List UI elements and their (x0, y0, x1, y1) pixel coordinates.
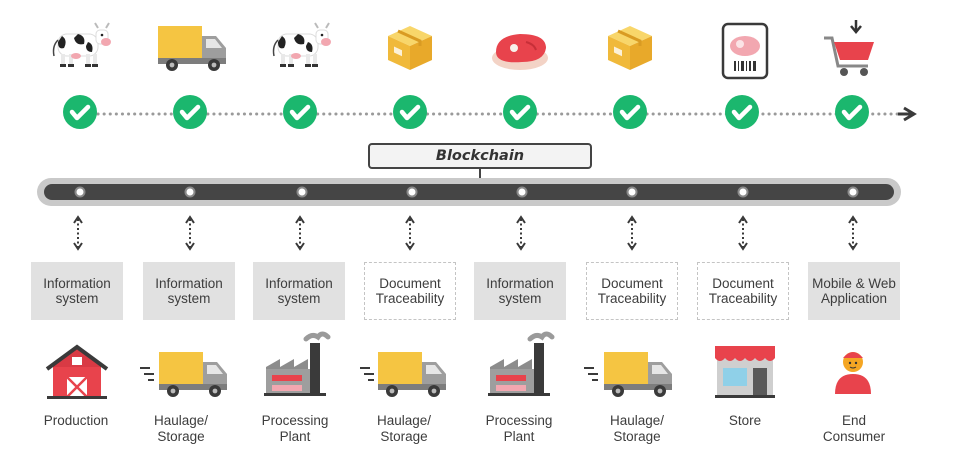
system-label: Document (379, 276, 441, 291)
system-label: Traceability (375, 291, 445, 306)
system-label: system (498, 291, 542, 306)
factory-icon (264, 334, 328, 396)
barn-icon (45, 345, 109, 401)
system-label: Traceability (597, 291, 667, 306)
double-arrow-icon (73, 216, 83, 250)
double-arrow-icon (848, 216, 858, 250)
system-label: Traceability (708, 291, 778, 306)
double-arrow-icon (627, 216, 637, 250)
stage-label-line: Plant (279, 429, 311, 444)
node-icon (737, 186, 749, 198)
consumer-icon (834, 351, 872, 395)
double-arrow-icon (295, 216, 305, 250)
stage-label-line: Production (43, 413, 109, 428)
stage-label-haulage: Haulage/Storage (582, 413, 692, 445)
stage-label-line: Processing (261, 413, 329, 428)
check-icon (173, 95, 207, 129)
meat-steak-icon (491, 33, 549, 71)
truck-icon (159, 352, 227, 397)
system-label: Information (43, 276, 111, 291)
stage-label-line: Consumer (822, 429, 886, 444)
stage-label-store: Store (690, 413, 800, 429)
system-label: system (277, 291, 321, 306)
packaged-meat-barcode-icon (721, 22, 769, 80)
stage-label-haulage: Haulage/Storage (349, 413, 459, 445)
check-icon (835, 95, 869, 129)
cow-icon (272, 22, 332, 68)
blockchain-label: Blockchain (368, 143, 592, 169)
node-icon (626, 186, 638, 198)
package-box-icon (386, 24, 434, 72)
double-arrow-icon (738, 216, 748, 250)
check-icon (613, 95, 647, 129)
truck-icon (378, 352, 446, 397)
check-icon (63, 95, 97, 129)
system-label: Document (601, 276, 663, 291)
system-label: system (55, 291, 99, 306)
double-arrow-icon (516, 216, 526, 250)
check-icon (283, 95, 317, 129)
check-icon (393, 95, 427, 129)
stage-label-line: Haulage/ (376, 413, 432, 428)
node-icon (406, 186, 418, 198)
truck-icon (158, 26, 226, 71)
stage-label-haulage: Haulage/Storage (126, 413, 236, 445)
double-arrow-icon (185, 216, 195, 250)
stage-label-line: End (841, 413, 867, 428)
package-box-icon (606, 24, 654, 72)
system-label: Information (486, 276, 554, 291)
shopping-cart-icon (822, 18, 876, 78)
check-icon (725, 95, 759, 129)
truck-icon (604, 352, 672, 397)
stage-label-line: Plant (503, 429, 535, 444)
double-arrow-icon (405, 216, 415, 250)
stage-label-line: Storage (613, 429, 661, 444)
check-icon (503, 95, 537, 129)
system-label: Application (820, 291, 888, 306)
stage-label-line: Haulage/ (609, 413, 665, 428)
stage-label-production: Production (21, 413, 131, 429)
system-label: Information (155, 276, 223, 291)
stage-label-line: Store (728, 413, 762, 428)
node-icon (296, 186, 308, 198)
system-label: Mobile & Web (812, 276, 896, 291)
node-icon (847, 186, 859, 198)
node-icon (74, 186, 86, 198)
store-icon (715, 346, 775, 398)
stage-label-line: Storage (157, 429, 205, 444)
system-label: system (167, 291, 211, 306)
factory-icon (488, 334, 552, 396)
cow-icon (52, 22, 112, 68)
system-label: Document (712, 276, 774, 291)
system-label: Information (265, 276, 333, 291)
stage-label-line: Haulage/ (153, 413, 209, 428)
node-icon (184, 186, 196, 198)
stage-label-line: Processing (485, 413, 553, 428)
node-icon (516, 186, 528, 198)
stage-label-line: Storage (380, 429, 428, 444)
